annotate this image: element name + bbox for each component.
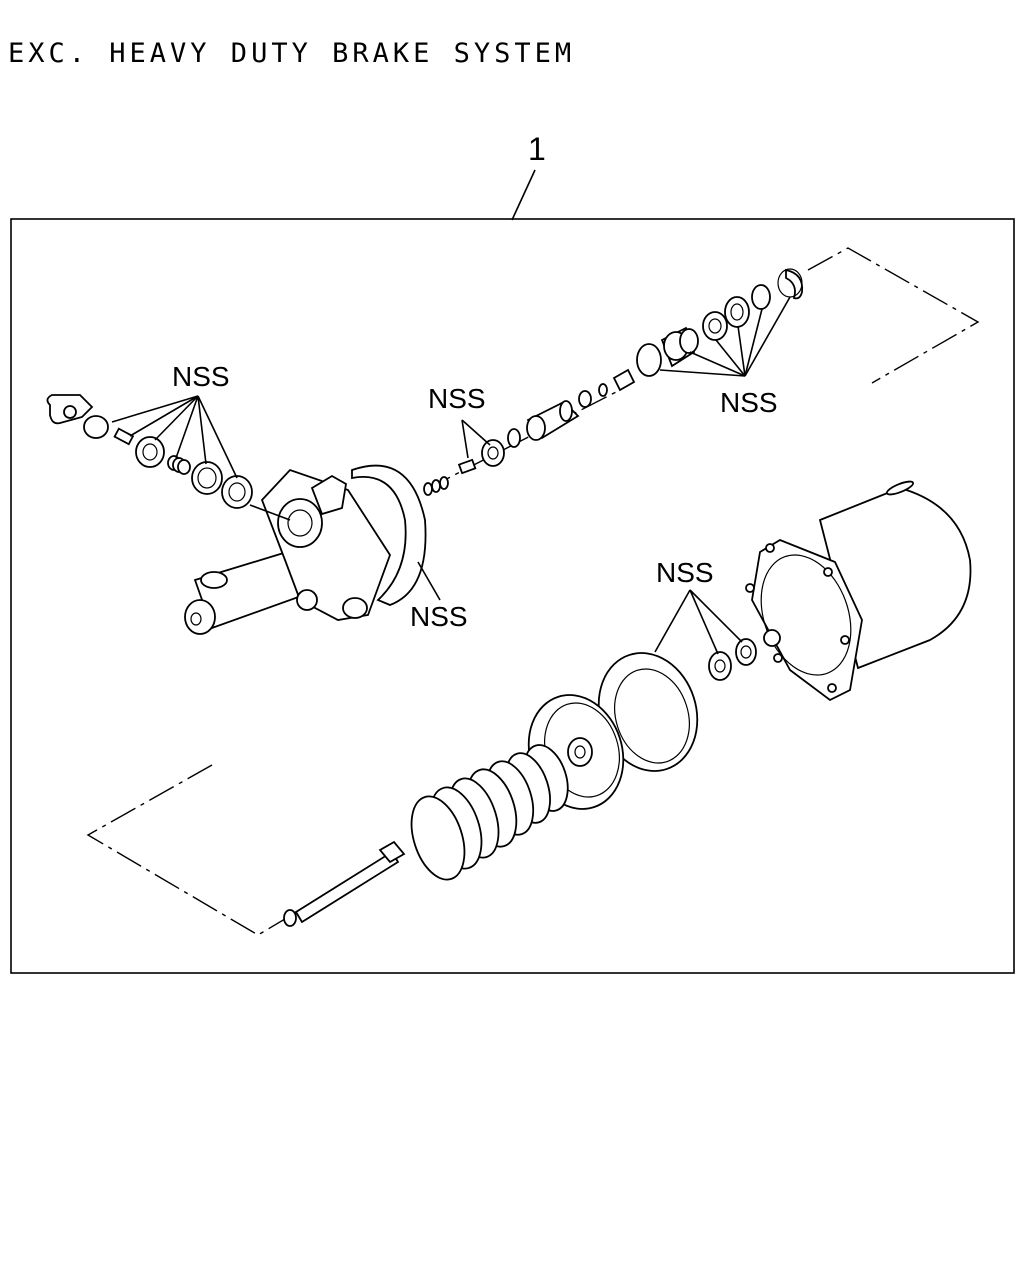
seal-ring-1: [135, 436, 165, 468]
center-small-parts: [423, 368, 636, 496]
nss-right-top-leaders: [659, 296, 791, 377]
nss-right-mid-leaders: [654, 589, 743, 655]
nss-label-center: NSS: [428, 383, 486, 414]
assembly-frame: [10, 218, 1015, 974]
o-ring-1: [191, 461, 223, 495]
seal-ring-2: [221, 475, 253, 509]
master-cylinder-body: [184, 468, 391, 635]
small-spring-part: [167, 455, 191, 475]
callout-number: 1: [528, 131, 546, 167]
axis-line-upper-right: [807, 247, 980, 384]
nss-label-right-top: NSS: [720, 387, 778, 418]
callout-leader: [511, 169, 536, 221]
nss-label-right-mid: NSS: [656, 557, 714, 588]
push-rod: [283, 840, 406, 927]
upper-right-small-parts: [636, 268, 804, 377]
left-small-parts: [46, 394, 253, 509]
nss-center-leaders: [461, 419, 491, 459]
housing-seals: [708, 638, 757, 681]
return-spring: [410, 744, 569, 881]
axis-line-lower-left: [86, 764, 301, 936]
diaphragm-ring: [597, 652, 699, 772]
nss-left-leaders: [111, 395, 238, 479]
fitting-part: [46, 394, 109, 439]
nss-label-housing: NSS: [410, 601, 468, 632]
small-pin-part: [113, 427, 135, 446]
nss-label-left: NSS: [172, 361, 230, 392]
diagram-title: EXC. HEAVY DUTY BRAKE SYSTEM: [8, 38, 576, 69]
flange-gasket: [351, 464, 441, 606]
booster-housing: [745, 480, 972, 702]
